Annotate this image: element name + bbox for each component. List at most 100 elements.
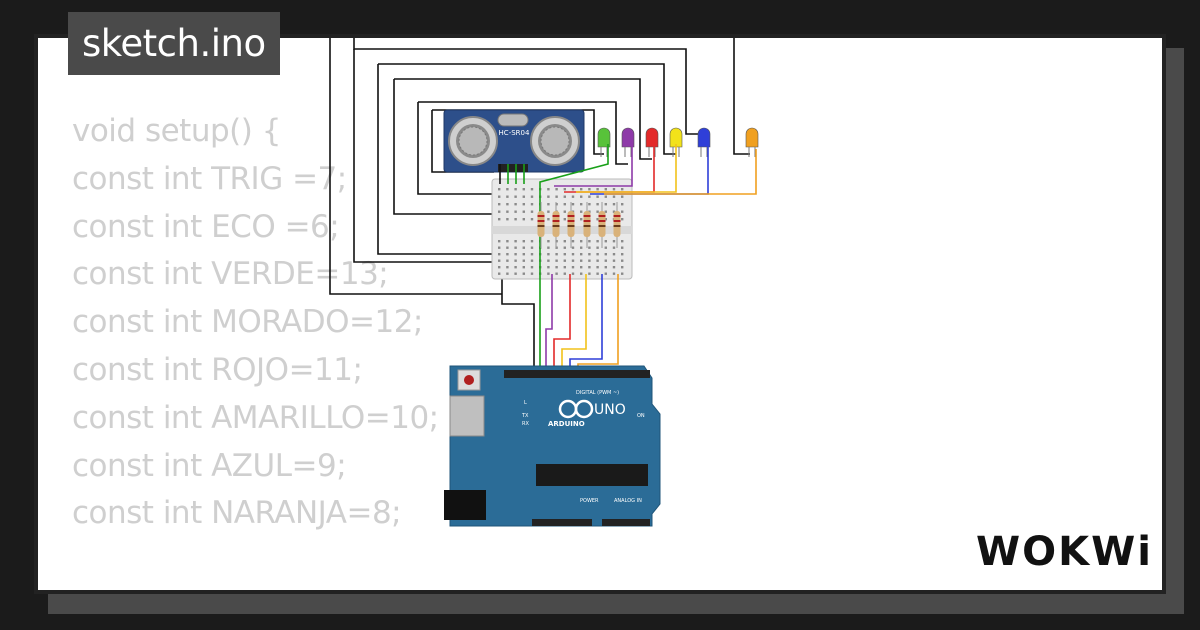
breadboard-hole — [604, 218, 607, 221]
breadboard-hole — [580, 253, 583, 256]
breadboard-hole — [514, 210, 517, 213]
led-blue[interactable] — [697, 127, 711, 157]
breadboard-hole — [506, 240, 509, 243]
breadboard-hole — [580, 218, 583, 221]
led-green[interactable] — [597, 127, 611, 157]
breadboard-hole — [522, 195, 525, 198]
breadboard-hole — [621, 240, 624, 243]
breadboard-hole — [547, 210, 550, 213]
breadboard-hole — [604, 240, 607, 243]
breadboard-hole — [580, 259, 583, 262]
breadboard-hole — [596, 240, 599, 243]
breadboard-hole — [563, 246, 566, 249]
breadboard-hole — [506, 210, 509, 213]
breadboard-hole — [498, 253, 501, 256]
led-yellow[interactable] — [669, 127, 683, 157]
breadboard-hole — [547, 240, 550, 243]
breadboard-hole — [547, 188, 550, 191]
ultrasonic-sensor[interactable]: HC-SR04 — [443, 109, 585, 173]
led-purple[interactable] — [621, 127, 635, 157]
breadboard-hole — [563, 240, 566, 243]
breadboard-hole — [604, 253, 607, 256]
breadboard-hole — [596, 218, 599, 221]
resistor-group — [537, 202, 621, 248]
breadboard-hole — [514, 246, 517, 249]
breadboard-hole — [514, 266, 517, 269]
breadboard-hole — [621, 210, 624, 213]
breadboard-hole — [530, 218, 534, 221]
breadboard-hole — [522, 210, 525, 213]
digital-header-label: DIGITAL (PWM ~) — [576, 390, 619, 396]
breadboard[interactable] — [491, 178, 633, 280]
breadboard-hole — [571, 195, 575, 198]
project-preview-card[interactable]: void setup() { const int TRIG =7; const … — [34, 34, 1166, 594]
code-line: const int MORADO=12; — [72, 304, 423, 341]
black-wires — [329, 38, 750, 372]
breadboard-hole — [563, 218, 566, 221]
breadboard-hole — [530, 240, 534, 243]
breadboard-hole — [588, 253, 591, 256]
arduino-uno-board[interactable]: UNO ARDUINO DIGITAL (PWM ~) POWER ANALOG… — [444, 365, 661, 527]
resistor — [567, 202, 575, 248]
breadboard-hole — [555, 240, 558, 243]
breadboard-hole — [612, 272, 616, 275]
breadboard-hole — [498, 272, 501, 275]
breadboard-hole — [547, 203, 550, 206]
breadboard-hole — [571, 266, 575, 269]
breadboard-hole — [522, 266, 525, 269]
breadboard-hole — [563, 259, 566, 262]
breadboard-hole — [621, 188, 624, 191]
breadboard-hole — [612, 195, 616, 198]
breadboard-hole — [588, 203, 591, 206]
breadboard-hole — [530, 188, 534, 191]
breadboard-hole — [571, 240, 575, 243]
code-line: const int TRIG =7; — [72, 160, 347, 197]
wokwi-logo: WOKWi — [976, 529, 1148, 575]
breadboard-hole — [563, 188, 566, 191]
breadboard-hole — [580, 266, 583, 269]
code-line: const int NARANJA=8; — [72, 495, 402, 532]
breadboard-hole — [522, 218, 525, 221]
breadboard-hole — [580, 272, 583, 275]
breadboard-hole — [571, 253, 575, 256]
breadboard-hole — [530, 272, 534, 275]
breadboard-hole — [588, 272, 591, 275]
breadboard-hole — [563, 253, 566, 256]
breadboard-hole — [596, 246, 599, 249]
breadboard-hole — [571, 246, 575, 249]
resistor — [552, 202, 560, 248]
breadboard-hole — [498, 203, 501, 206]
code-line: const int AMARILLO=10; — [72, 399, 439, 436]
breadboard-hole — [498, 246, 501, 249]
breadboard-hole — [506, 253, 509, 256]
breadboard-hole — [571, 188, 575, 191]
breadboard-hole — [514, 272, 517, 275]
led-group — [597, 127, 759, 157]
breadboard-hole — [571, 203, 575, 206]
breadboard-hole — [596, 266, 599, 269]
breadboard-hole — [506, 259, 509, 262]
breadboard-hole — [563, 266, 566, 269]
breadboard-hole — [522, 259, 525, 262]
breadboard-hole — [580, 195, 583, 198]
breadboard-hole — [555, 253, 558, 256]
breadboard-hole — [506, 272, 509, 275]
breadboard-hole — [547, 253, 550, 256]
breadboard-hole — [596, 195, 599, 198]
breadboard-hole — [612, 240, 616, 243]
breadboard-hole — [547, 195, 550, 198]
breadboard-hole — [547, 266, 550, 269]
led-orange[interactable] — [745, 127, 759, 157]
breadboard-hole — [604, 203, 607, 206]
on-led-label: ON — [637, 413, 645, 419]
breadboard-hole — [580, 246, 583, 249]
tx-label: TX — [521, 413, 529, 419]
breadboard-hole — [555, 272, 558, 275]
breadboard-hole — [621, 246, 624, 249]
led-red[interactable] — [645, 127, 659, 157]
breadboard-hole — [498, 218, 501, 221]
circuit-diagram: HC-SR04 — [329, 38, 759, 527]
breadboard-hole — [612, 188, 616, 191]
code-preview: void setup() { const int TRIG =7; const … — [72, 108, 439, 590]
breadboard-hole — [612, 259, 616, 262]
